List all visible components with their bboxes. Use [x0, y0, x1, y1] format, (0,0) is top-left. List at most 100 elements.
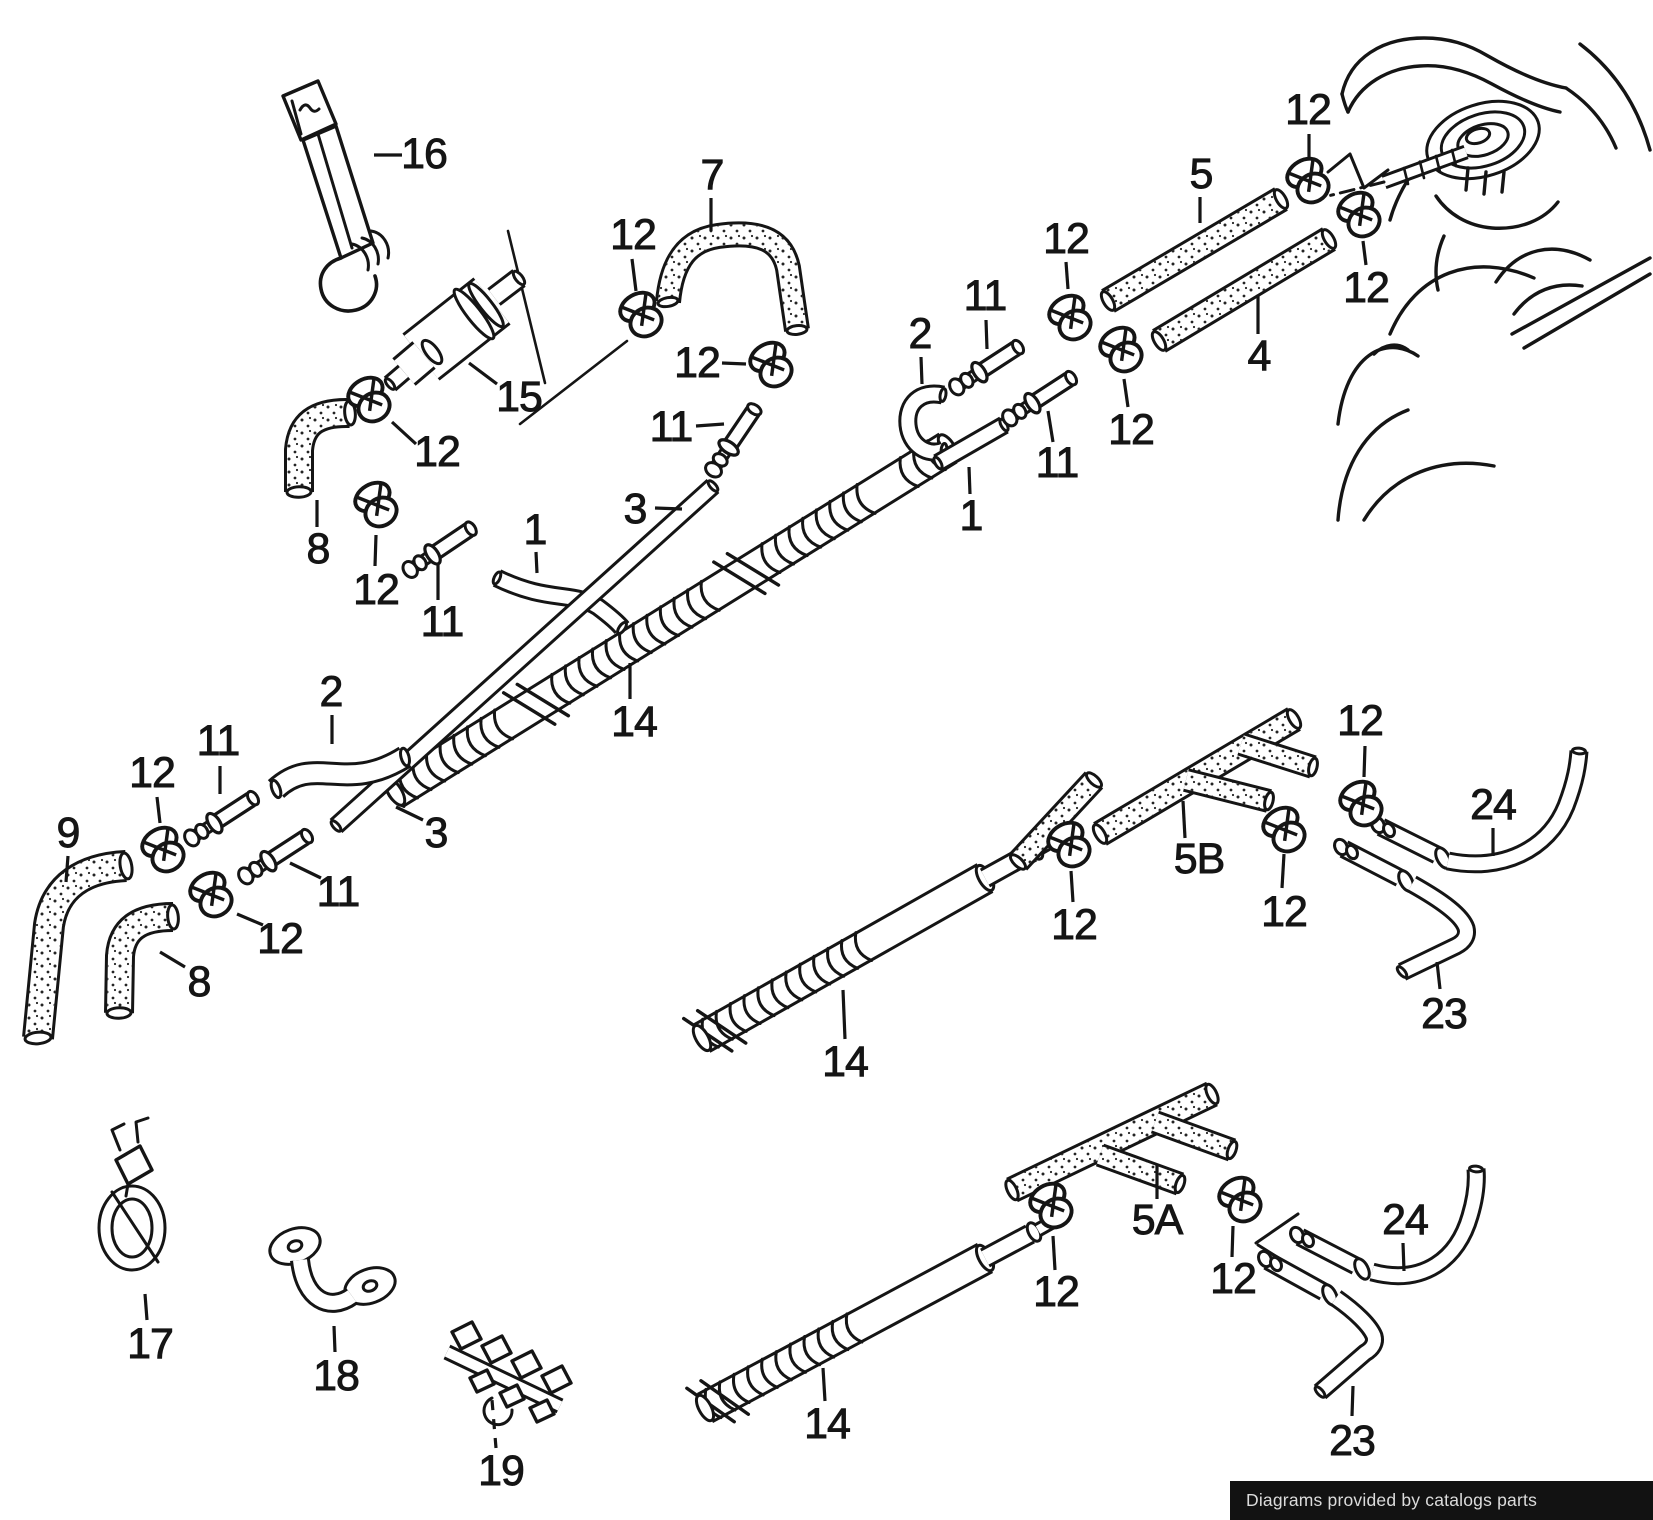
- corrugated-hose-14-main-rib: [814, 508, 836, 541]
- label-leader-line: [695, 422, 725, 428]
- hose-clamp-12: [183, 864, 241, 926]
- corrugated-hose-14-main-rib: [438, 742, 460, 775]
- multi-clip-19-tooth: [450, 1320, 483, 1351]
- elbow-hose-8-upper: [287, 400, 351, 492]
- hose-2-s-curve: [269, 778, 283, 800]
- fitting-23b: [1345, 843, 1359, 861]
- corrugated-hose-14-main-rib: [465, 725, 487, 758]
- corrugated-hose-14-main-rib: [855, 482, 877, 515]
- label-leader-line: [373, 534, 378, 567]
- hose-clamp-12: [1331, 184, 1389, 246]
- corrugated-hose-14-a-rib: [774, 1350, 793, 1382]
- corrugated-hose-14-main-rib: [563, 664, 585, 697]
- fuel-line-1-curved: [491, 570, 503, 586]
- car-underbody-outline: [1340, 36, 1568, 96]
- hose-clamp-12: [1042, 287, 1100, 349]
- fuel-tank-flange: [1464, 126, 1492, 146]
- part-label-24: 24: [1382, 1196, 1428, 1244]
- bracket-16: [316, 132, 354, 250]
- label-leader-line: [721, 361, 747, 366]
- fuel-hose-5: [1099, 290, 1117, 312]
- hose-clamp-12: [1093, 319, 1151, 381]
- t-hose-5b-branch: [1183, 771, 1272, 810]
- fuel-filter-15-collar: [452, 287, 496, 341]
- car-underbody-outline: [1500, 170, 1506, 194]
- elbow-hose-8-lower: [107, 905, 174, 1014]
- hose-clamp-12: [348, 474, 406, 536]
- label-leader-line: [630, 258, 638, 292]
- hose-clamp-12: [1212, 1169, 1270, 1231]
- corrugated-hose-14-main-rib: [898, 456, 920, 489]
- corrugated-hose-14-a-rib: [816, 1327, 836, 1359]
- corrugated-hose-14-a: [698, 1245, 992, 1421]
- part-label-12: 12: [1210, 1255, 1256, 1303]
- part-label-12: 12: [257, 915, 303, 963]
- part-label-17: 17: [127, 1320, 173, 1368]
- elbow-hose-8-lower: [105, 1006, 133, 1020]
- hose-clamp-12: [1280, 150, 1338, 212]
- part-label-11: 11: [197, 717, 240, 765]
- label-leader-line: [1069, 870, 1075, 903]
- label-leader-line: [1181, 800, 1187, 839]
- fuel-hose-4: [1150, 330, 1168, 352]
- label-leader-line: [1280, 853, 1286, 889]
- car-underbody-outline: [1494, 247, 1592, 284]
- corrugated-hose-14-b-rib: [728, 1002, 748, 1033]
- fuel-tank-flange: [1425, 99, 1541, 181]
- t-hose-5a-branch: [1151, 1113, 1236, 1159]
- hose-2-s-curve: [269, 749, 410, 796]
- part-label-11: 11: [317, 868, 360, 916]
- bracket-16-curl: [350, 242, 370, 272]
- corrugated-hose-14-b-rib: [742, 994, 762, 1025]
- short-hose-5b-left: [1008, 853, 1028, 871]
- tank-pipe-hatch: [1418, 160, 1426, 180]
- corrugated-hose-14-main-rib: [760, 542, 782, 575]
- part-label-12: 12: [1337, 697, 1383, 745]
- corrugated-hose-14-main-rib: [618, 630, 640, 663]
- corrugated-hose-14-main-rib: [590, 647, 613, 680]
- elbow-hose-9: [25, 853, 127, 1040]
- bracket-16-curl: [369, 229, 391, 260]
- corrugated-hose-14-main-rib: [699, 579, 721, 612]
- corrugated-hose-14-a-rib: [844, 1312, 864, 1344]
- fitting-23b: [1333, 837, 1349, 857]
- label-leader-line: [1401, 1242, 1406, 1272]
- part-label-12: 12: [1343, 264, 1389, 312]
- part-label-11: 11: [1036, 439, 1079, 487]
- corrugated-hose-14-a-end: [694, 1393, 716, 1423]
- hose-24-b: [1446, 750, 1586, 871]
- elbow-hose-8-lower: [166, 903, 180, 931]
- label-leader-line: [1230, 1225, 1235, 1258]
- multi-clip-19-tooth: [498, 1383, 526, 1409]
- multi-clip-19-tooth: [480, 1334, 513, 1365]
- hose-7: [785, 324, 809, 336]
- fitting-24a: [1301, 1231, 1315, 1249]
- corrugated-hose-14-a-rib: [802, 1335, 822, 1367]
- label-leader-line: [236, 912, 264, 927]
- part-label-2: 2: [320, 668, 343, 716]
- label-leader-line: [841, 989, 847, 1040]
- multi-clip-19-bar: [444, 1347, 563, 1411]
- label-leader-line: [64, 855, 70, 883]
- t-hose-5b: [1091, 823, 1109, 845]
- bracket-16: [281, 79, 338, 142]
- hose-2-s-curve: [399, 746, 411, 768]
- corrugated-hose-14-a-rib: [830, 1319, 850, 1352]
- label-leader-line: [390, 420, 418, 446]
- saddle-clamp-18-u: [293, 1258, 357, 1310]
- bracket-16-curl: [318, 256, 379, 313]
- fuel-filter-15-nipple: [511, 269, 527, 287]
- bracket-16: [290, 99, 303, 136]
- multi-clip-19-tooth: [540, 1364, 573, 1395]
- t-hose-5a-branch: [1096, 1146, 1184, 1193]
- label-leader-line: [1064, 261, 1070, 290]
- part-label-12: 12: [1108, 406, 1154, 454]
- label-leader-line: [1046, 410, 1055, 443]
- car-underbody-outline: [1388, 265, 1536, 336]
- part-label-12: 12: [414, 428, 460, 476]
- corrugated-hose-14-main-rib: [828, 499, 850, 532]
- fuel-hose-4: [1153, 229, 1335, 351]
- clip-17-bolt: [124, 1182, 130, 1198]
- fuel-hose-5: [1102, 189, 1287, 311]
